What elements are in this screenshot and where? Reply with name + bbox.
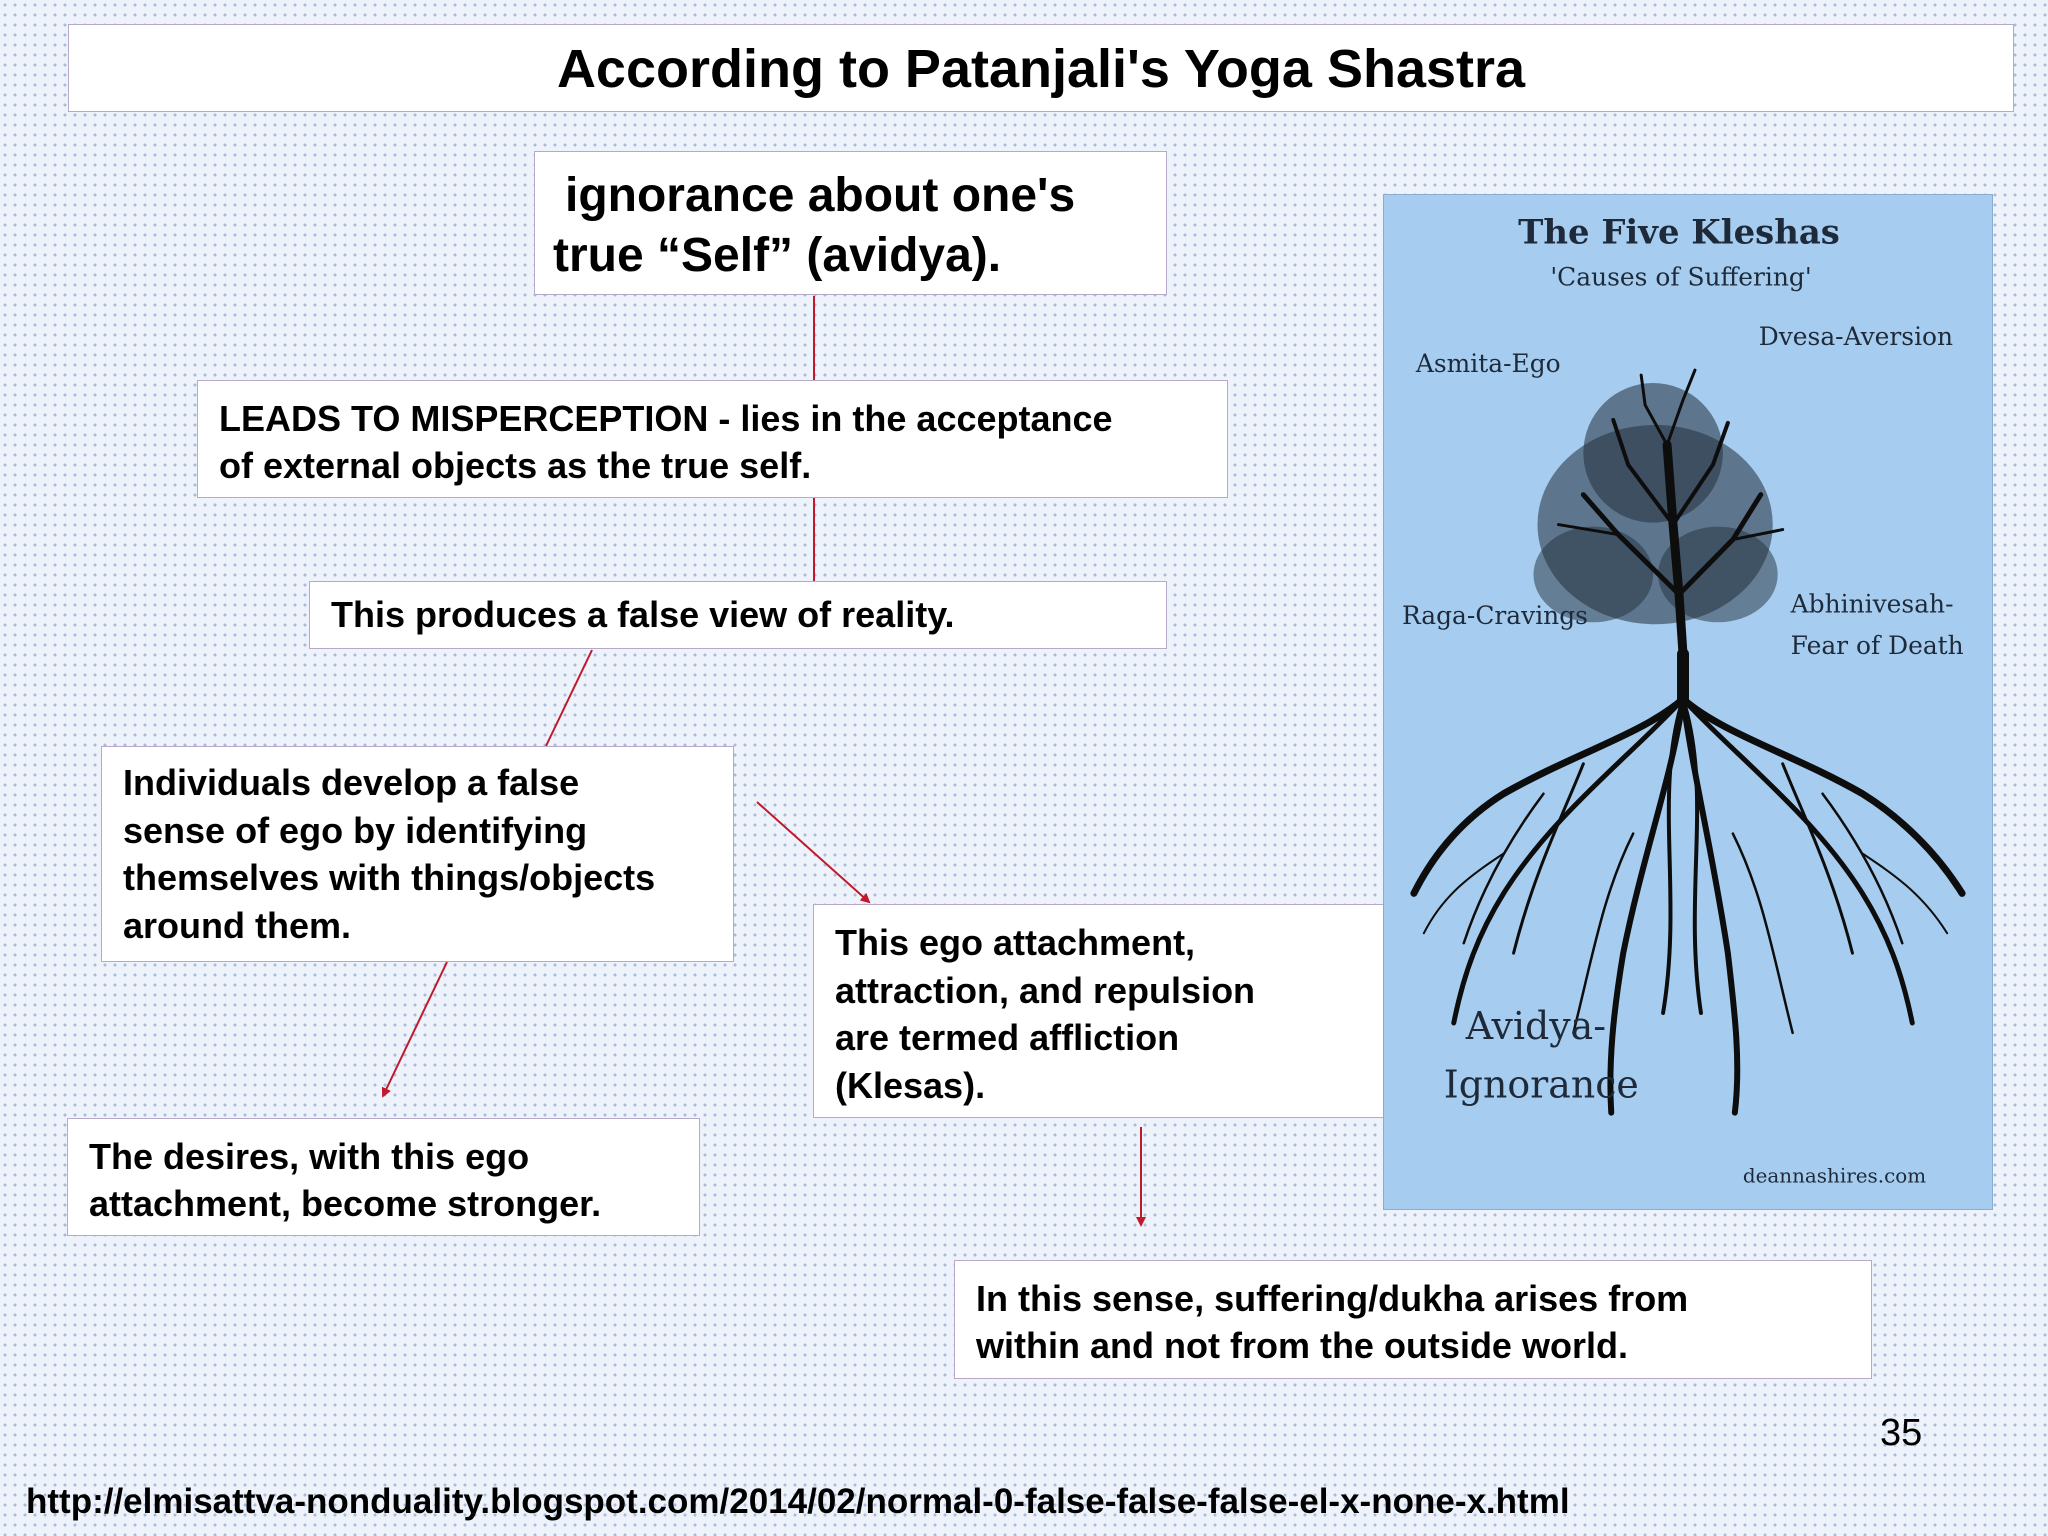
- misperception-box: LEADS TO MISPERCEPTION - lies in the acc…: [197, 380, 1228, 498]
- false-view-line-1: This produces a false view of reality.: [331, 594, 955, 635]
- tree-roots-icon: [1410, 695, 1966, 1116]
- tree-trunk-icon: [1556, 368, 1785, 705]
- false-ego-line-1: Individuals develop a false: [123, 762, 580, 803]
- false-ego-line-3: themselves with things/objects: [123, 857, 656, 898]
- false-ego-box: Individuals develop a false sense of ego…: [101, 746, 734, 962]
- avidya-line-2: true “Self” (avidya).: [553, 229, 1002, 282]
- false-ego-line-4: around them.: [123, 904, 352, 946]
- slide-title: According to Patanjali's Yoga Shastra: [68, 24, 2014, 112]
- image-credit: deannashires.com: [1743, 1164, 1926, 1187]
- tree-illustration: The Five Kleshas 'Causes of Suffering' A…: [1402, 212, 1966, 1187]
- label-avidya-1: Avidya-: [1465, 1004, 1606, 1048]
- klesas-line-3: are termed affliction: [835, 1017, 1180, 1058]
- false-view-box: This produces a false view of reality.: [309, 581, 1167, 649]
- klesas-line-4: (Klesas).: [835, 1064, 986, 1106]
- klesas-line-2: attraction, and repulsion: [835, 969, 1256, 1011]
- klesas-box: This ego attachment, attraction, and rep…: [813, 904, 1385, 1118]
- label-dvesa: Dvesa-Aversion: [1759, 322, 1953, 351]
- avidya-line-1: ignorance about one's: [565, 169, 1076, 222]
- false-ego-line-2: sense of ego by identifying: [123, 809, 588, 851]
- source-url-link[interactable]: http://elmisattva-nonduality.blogspot.co…: [26, 1482, 1570, 1521]
- klesas-line-1: This ego attachment,: [835, 922, 1196, 963]
- tree-canopy-icon: [1533, 383, 1778, 625]
- kleshas-heading: The Five Kleshas: [1518, 212, 1840, 252]
- page-number: 35: [1880, 1412, 1923, 1454]
- misperception-line-1: LEADS TO MISPERCEPTION - lies in the acc…: [219, 398, 1113, 439]
- label-abhinivesa-1: Abhinivesah-: [1790, 589, 1954, 618]
- misperception-line-2: of external objects as the true self.: [219, 445, 812, 486]
- label-avidya-2: Ignorance: [1444, 1063, 1639, 1107]
- suffering-box: In this sense, suffering/dukha arises fr…: [954, 1260, 1872, 1379]
- connector-false-view-to-false-ego: [545, 649, 593, 747]
- arrow-false-ego-to-klesas: [756, 801, 871, 904]
- desires-line-2: attachment, become stronger.: [89, 1183, 602, 1224]
- label-raga: Raga-Cravings: [1402, 601, 1588, 630]
- avidya-box: ignorance about one's true “Self” (avidy…: [534, 151, 1167, 295]
- kleshas-subheading: 'Causes of Suffering': [1550, 262, 1811, 291]
- label-abhinivesa-2: Fear of Death: [1791, 631, 1964, 660]
- desires-line-1: The desires, with this ego: [89, 1136, 530, 1177]
- suffering-line-2: within and not from the outside world.: [976, 1325, 1628, 1366]
- desires-box: The desires, with this ego attachment, b…: [67, 1118, 700, 1236]
- suffering-line-1: In this sense, suffering/dukha arises fr…: [976, 1278, 1689, 1319]
- five-kleshas-image: The Five Kleshas 'Causes of Suffering' A…: [1383, 194, 1993, 1210]
- label-asmita: Asmita-Ego: [1415, 349, 1561, 378]
- arrow-false-ego-to-desires: [381, 961, 448, 1098]
